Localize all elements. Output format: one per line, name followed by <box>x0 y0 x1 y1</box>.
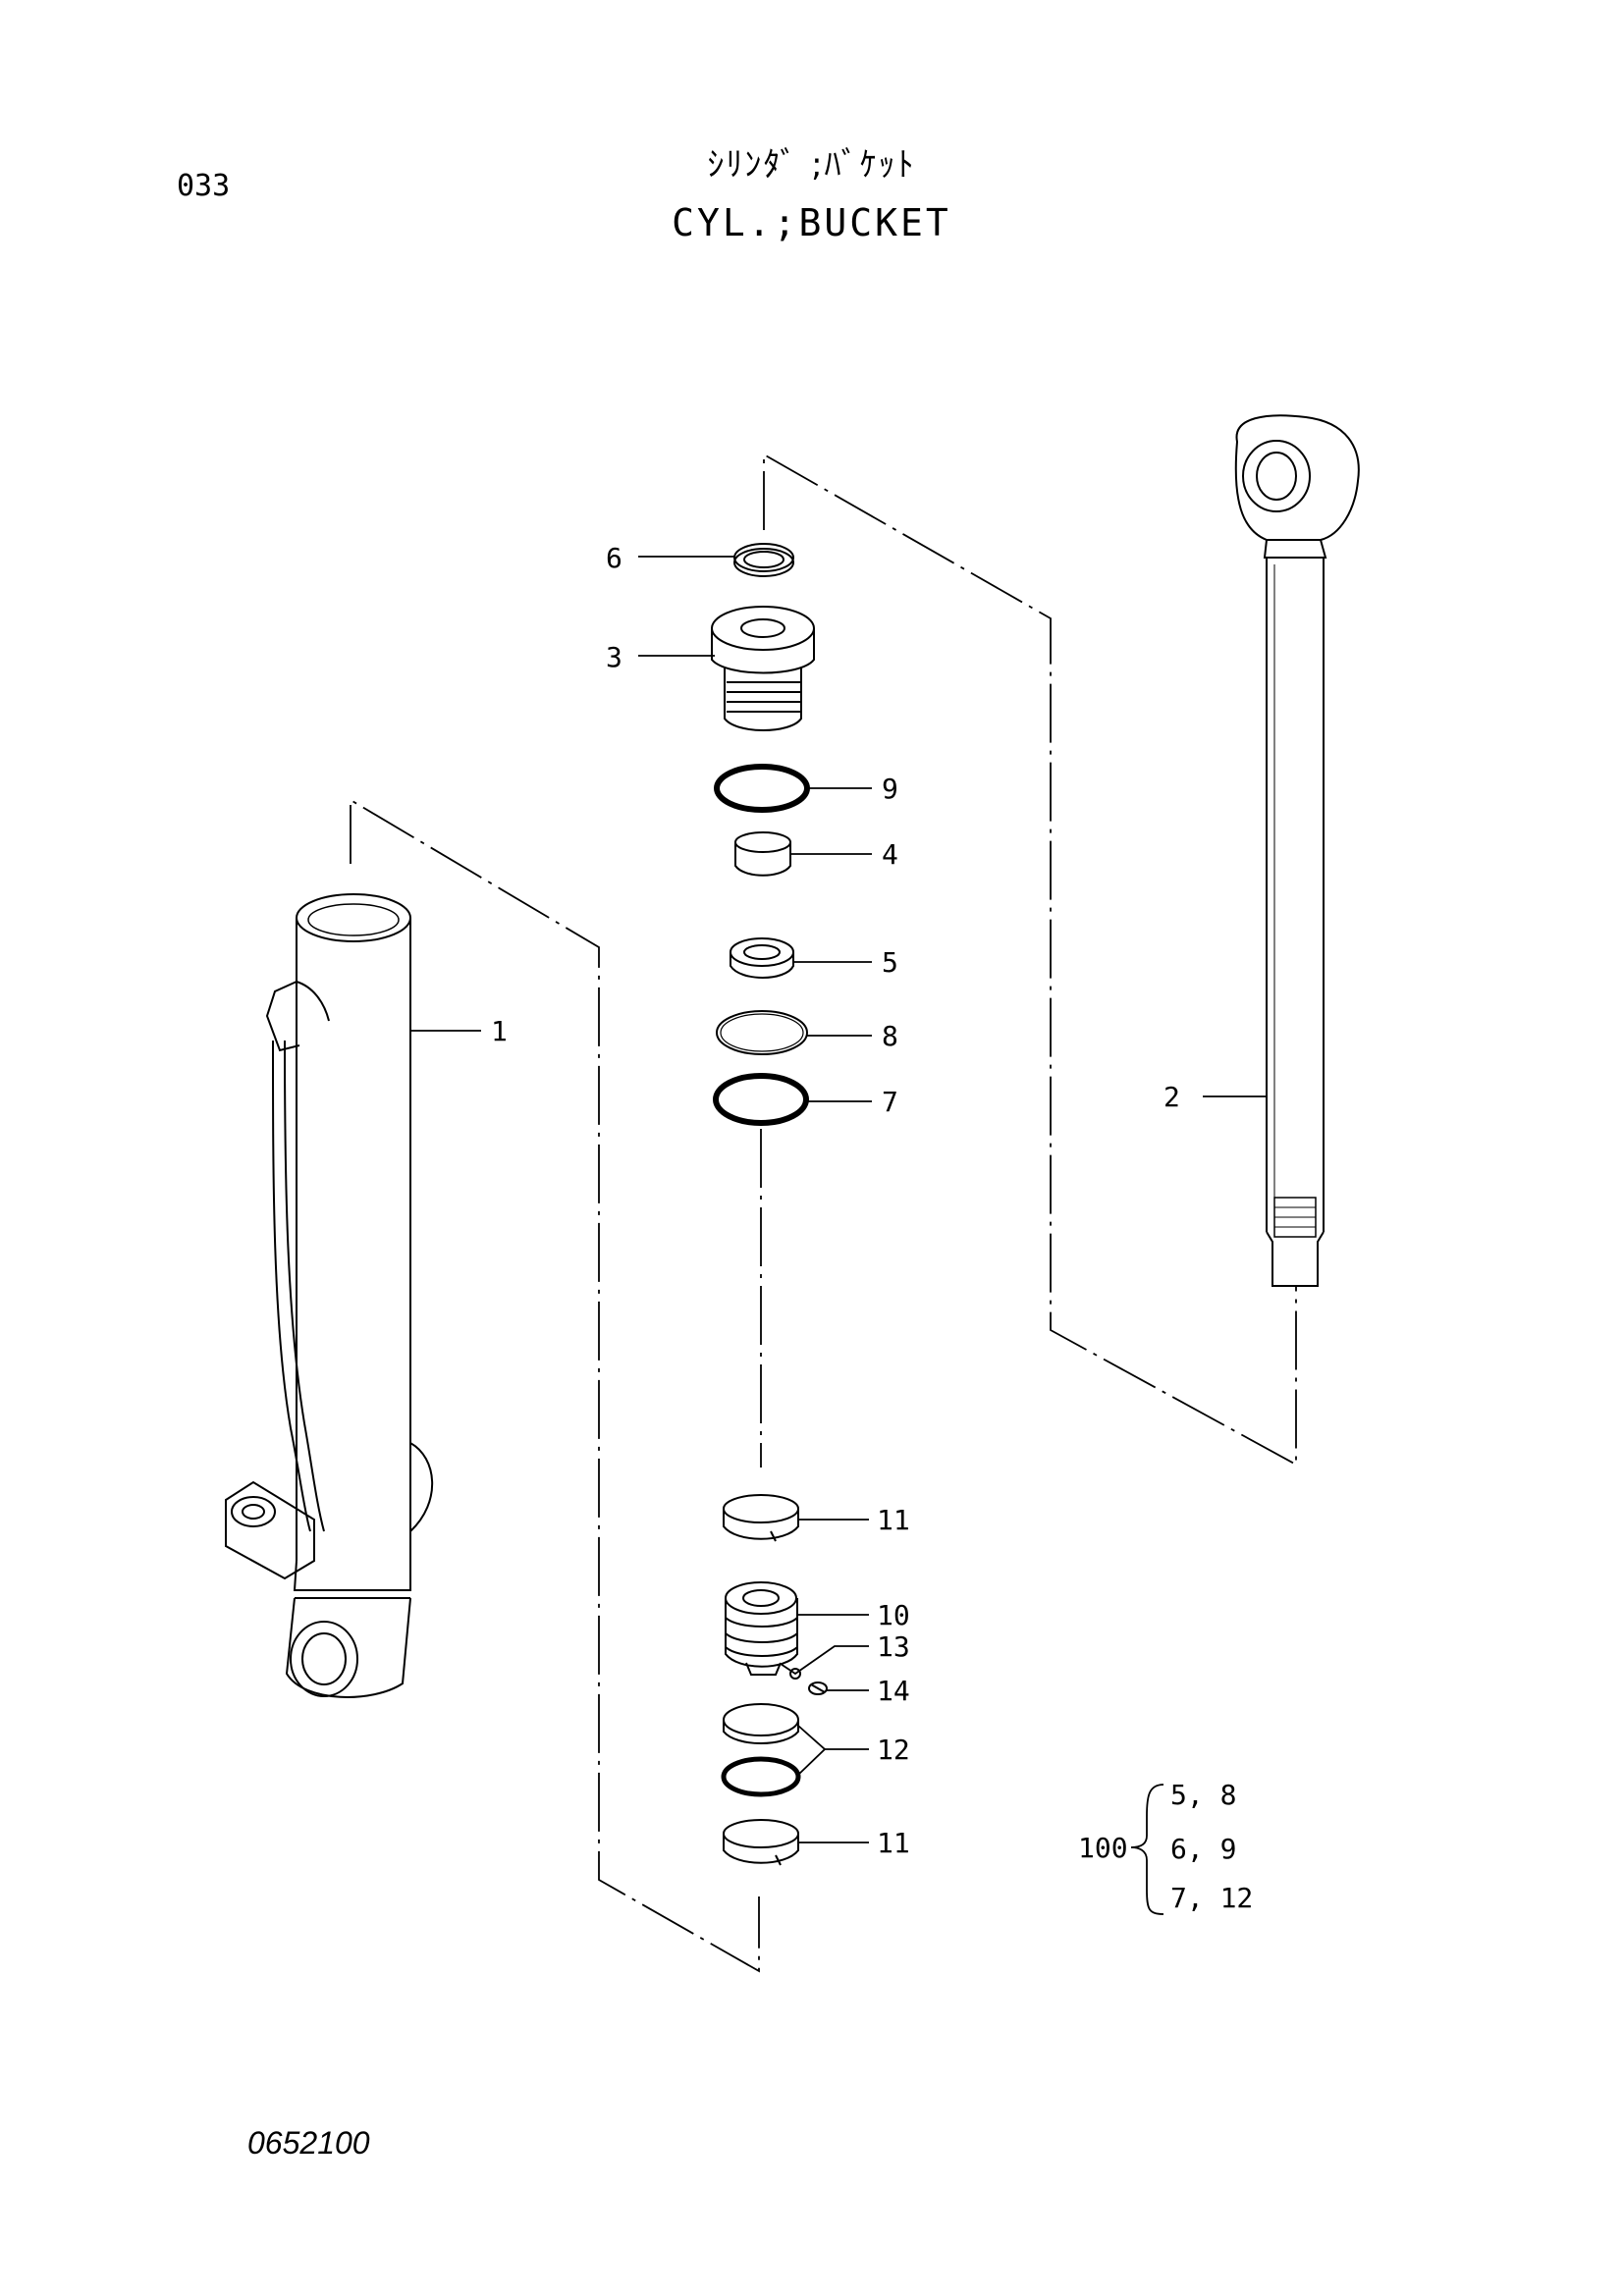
page-number: 033 <box>177 169 231 203</box>
kit-row-3: 7, 12 <box>1170 1882 1253 1914</box>
backup-ring-icon <box>716 1010 808 1055</box>
document-number: 0652100 <box>247 2125 370 2161</box>
wear-ring-icon <box>723 1494 799 1542</box>
callout-2: 2 <box>1163 1081 1180 1113</box>
set-screw-icon <box>808 1682 828 1695</box>
callout-1: 1 <box>491 1015 508 1047</box>
assembly-guide-lines <box>350 453 1297 1973</box>
callout-10: 10 <box>877 1599 910 1631</box>
seal-ring-icon <box>721 1703 801 1797</box>
callout-9: 9 <box>882 773 898 805</box>
title-japanese: ｼﾘﾝﾀﾞ ;ﾊﾞｹｯﾄ <box>707 145 916 185</box>
callout-4: 4 <box>882 838 898 871</box>
cylinder-head-icon <box>711 606 815 731</box>
dust-seal-icon <box>733 543 794 577</box>
callout-5: 5 <box>882 946 898 979</box>
seal-icon <box>730 937 794 979</box>
o-ring-icon <box>713 1073 809 1126</box>
steel-ball-icon <box>789 1668 801 1680</box>
title-english: CYL.;BUCKET <box>672 201 951 244</box>
bushing-icon <box>734 831 791 877</box>
kit-number: 100 <box>1078 1832 1128 1864</box>
callout-12: 12 <box>877 1734 910 1766</box>
callout-6: 6 <box>606 542 622 574</box>
kit-row-2: 6, 9 <box>1170 1833 1236 1865</box>
callout-labels: 6 3 9 4 5 8 7 1 2 11 10 13 14 12 11 100 … <box>491 542 1253 1914</box>
callout-8: 8 <box>882 1020 898 1052</box>
wear-ring-icon <box>723 1819 799 1866</box>
callout-14: 14 <box>877 1675 910 1707</box>
callout-7: 7 <box>882 1086 898 1118</box>
piston-rod-icon <box>1234 414 1360 1287</box>
callout-11-upper: 11 <box>877 1504 910 1536</box>
leader-lines <box>410 556 1267 1843</box>
kit-brace <box>1130 1784 1164 1915</box>
o-ring-icon <box>714 764 810 813</box>
cylinder-tube-icon <box>225 893 434 1698</box>
callout-3: 3 <box>606 641 622 673</box>
callout-13: 13 <box>877 1630 910 1663</box>
piston-icon <box>725 1581 798 1676</box>
kit-row-1: 5, 8 <box>1170 1779 1236 1811</box>
callout-11-lower: 11 <box>877 1827 910 1859</box>
